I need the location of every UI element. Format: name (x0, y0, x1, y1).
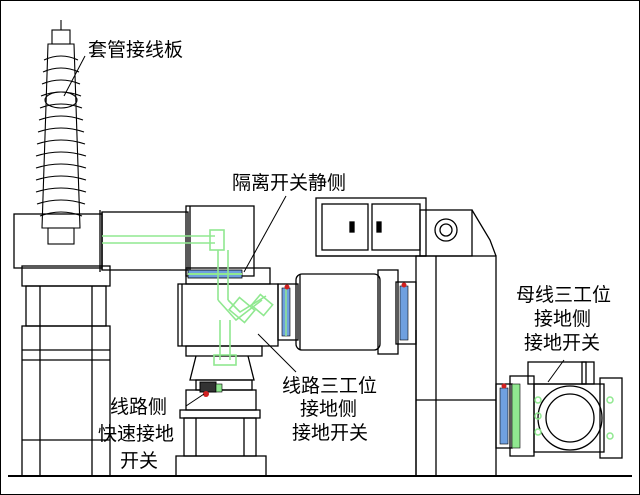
leader-line-three-position (257, 333, 297, 373)
fast-earth-switch-base (175, 379, 267, 477)
label-line-fast-earth-1: 线路侧 (110, 396, 167, 418)
leader-bushing-terminal (63, 55, 86, 97)
left-support-frame (21, 265, 111, 477)
line-side-flange-blue (281, 282, 409, 341)
leader-busbar-three-position (547, 359, 565, 383)
busbar-chamber (495, 361, 623, 459)
label-line-three-position-2: 接地侧 (300, 398, 357, 420)
label-line-fast-earth-2: 快速接地 (98, 423, 174, 445)
bushing-bus-duct (13, 205, 255, 277)
label-line-three-position-1: 线路三工位 (282, 375, 377, 397)
bus-duct-conductor (102, 229, 225, 251)
label-line-fast-earth-3: 开关 (120, 450, 158, 472)
leader-fast-earth (185, 393, 205, 407)
label-bushing-terminal: 套管接线板 (88, 39, 183, 61)
label-busbar-three-position-1: 母线三工位 (516, 284, 611, 306)
busbar-chamber-highlight (499, 383, 614, 449)
disconnector-static-contact (187, 269, 243, 279)
fast-earth-switch-mechanism (199, 381, 223, 397)
label-busbar-three-position-3: 接地开关 (524, 332, 600, 354)
leader-disconnector-static (243, 195, 287, 273)
bushing-insulator (35, 20, 87, 245)
line-side-cylinder (277, 269, 417, 355)
disconnector-moving-parts (213, 250, 274, 366)
label-disconnector-static-side: 隔离开关静侧 (232, 172, 346, 194)
control-cabinet (315, 197, 427, 257)
label-busbar-three-position-2: 接地侧 (534, 308, 591, 330)
label-line-three-position-3: 接地开关 (292, 422, 368, 444)
right-support-panel (415, 209, 497, 477)
leader-lines (63, 55, 565, 407)
